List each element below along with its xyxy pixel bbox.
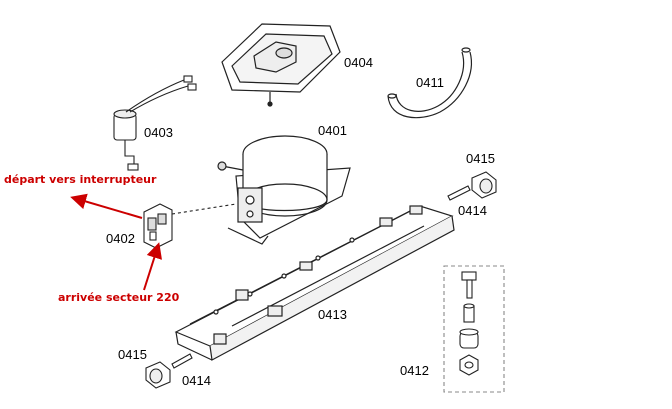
label-0414-bottom: 0414 [182,373,211,388]
annotation-inlet: arrivée secteur 220 [58,291,180,304]
annotation-outlet: départ vers interrupteur [4,173,157,186]
label-0414-top: 0414 [458,203,487,218]
hose-part [387,47,472,119]
base-frame-part [174,205,455,361]
label-0402: 0402 [106,231,135,246]
foot-top-part [447,171,497,201]
label-0413: 0413 [318,307,347,322]
relay-part [143,203,237,249]
label-0415-top: 0415 [466,151,495,166]
foot-bottom-part [145,353,193,389]
drip-tray-part [221,23,341,107]
fixing-kit-part [443,265,505,393]
label-0411: 0411 [416,75,444,90]
label-0412: 0412 [400,363,429,378]
label-0415-bottom: 0415 [118,347,147,362]
capacitor-part [113,75,197,171]
annotation-arrows [70,193,162,291]
label-0404: 0404 [344,55,373,70]
compressor-part [217,135,351,245]
label-0401: 0401 [318,123,347,138]
label-0403: 0403 [144,125,173,140]
